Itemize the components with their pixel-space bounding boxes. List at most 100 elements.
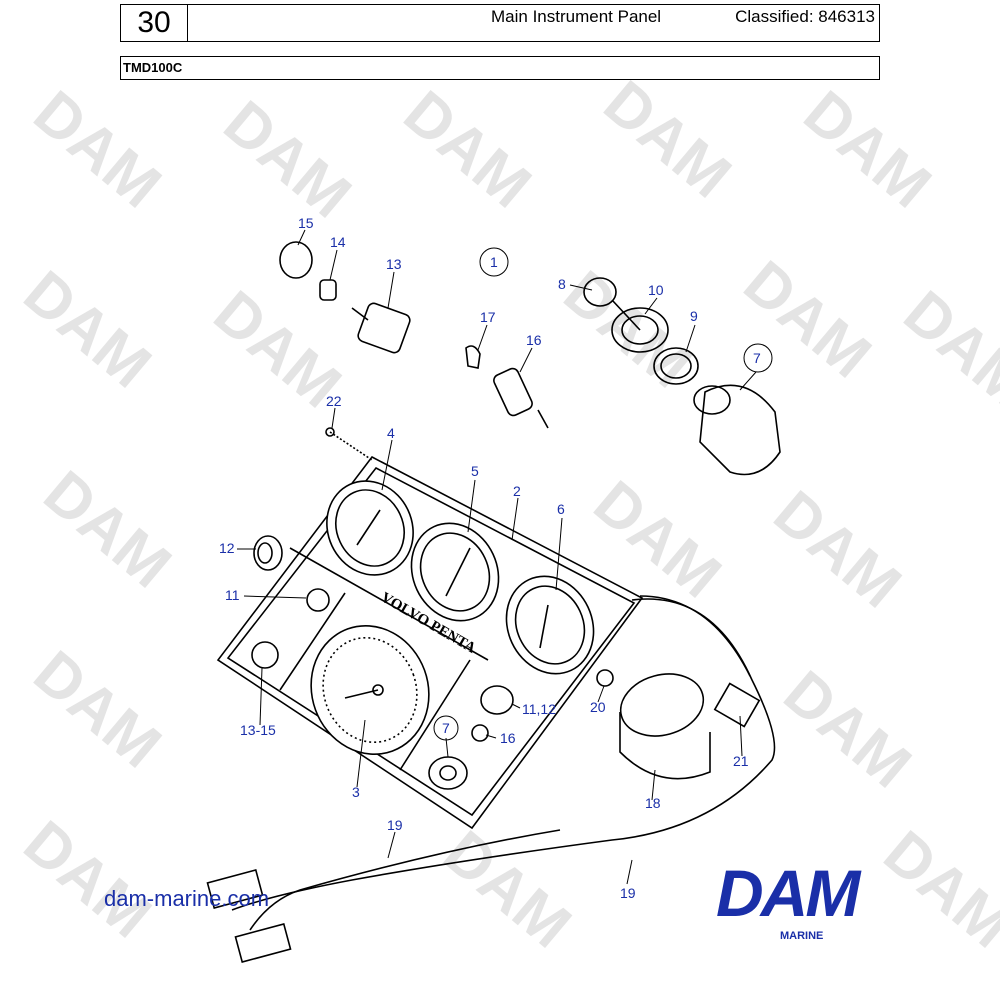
gauge-5-face	[419, 532, 491, 612]
grommet-20	[596, 669, 614, 687]
ignition-switch-7	[699, 384, 781, 476]
key-8-shaft	[611, 299, 641, 331]
socket-16-leads	[537, 409, 549, 429]
panel-section-divider	[279, 592, 346, 691]
line-art	[206, 241, 781, 964]
gauge-6	[505, 575, 595, 675]
callout-8: 8	[558, 276, 566, 292]
instrument-panel-outline	[216, 455, 644, 830]
tachometer-3	[310, 624, 430, 756]
bulb-14	[319, 279, 337, 301]
callout-11-12: 11,12	[522, 701, 556, 717]
callout-20: 20	[590, 699, 606, 715]
band-18-body	[619, 712, 711, 780]
gauge-5-needle	[445, 547, 471, 597]
switch-13-15-knob	[251, 641, 279, 669]
callout-19b: 19	[620, 885, 636, 901]
instrument-panel-inner	[226, 466, 636, 817]
watermark: DAM	[21, 638, 174, 782]
panel-section-divider	[289, 547, 489, 661]
callout-3: 3	[352, 784, 360, 800]
panel-section-divider	[399, 659, 471, 771]
page-number: 30	[121, 5, 188, 41]
callout-9: 9	[690, 308, 698, 324]
connector-plug	[206, 868, 264, 910]
watermark: DAM	[771, 658, 924, 802]
callout-21: 21	[733, 753, 749, 769]
screw-22-head	[325, 427, 335, 437]
watermark: DAM	[391, 78, 544, 222]
lamp-16	[471, 724, 489, 742]
ring-10	[611, 307, 669, 353]
callout-19a: 19	[387, 817, 403, 833]
dam-logo-subtext: MARINE	[780, 930, 824, 942]
ring-10-inner	[621, 315, 659, 345]
callout-2: 2	[513, 483, 521, 499]
callout-5: 5	[471, 463, 479, 479]
gauge-6-needle	[539, 604, 549, 649]
callout-14: 14	[330, 234, 346, 250]
callout-22: 22	[326, 393, 342, 409]
page-title: Main Instrument Panel	[491, 7, 662, 26]
watermark: DAM	[791, 78, 944, 222]
callout-circle-1	[479, 247, 509, 277]
ring-12-inner	[257, 542, 273, 564]
callout-17: 17	[480, 309, 496, 325]
watermark: DAM	[871, 818, 1000, 962]
callout-7b: 7	[442, 720, 450, 736]
callout-15: 15	[298, 215, 314, 231]
callout-10: 10	[648, 282, 664, 298]
key-switch-7-core	[439, 765, 457, 781]
callout-7a: 7	[753, 350, 761, 366]
callout-18: 18	[645, 795, 661, 811]
callout-6: 6	[557, 501, 565, 517]
cable-19-branch	[249, 829, 561, 931]
watermark: DAM	[211, 88, 364, 232]
switch-13-stem	[351, 307, 369, 321]
watermark: DAM	[551, 258, 704, 402]
lamp-11-12	[480, 685, 514, 715]
band-18-top	[619, 673, 705, 737]
watermark: DAM	[891, 278, 1000, 422]
callout-11: 11	[225, 587, 240, 603]
ignition-switch-7-face	[693, 385, 731, 415]
watermark: DAM	[591, 68, 744, 212]
cap-15	[279, 241, 313, 279]
leader-lines	[237, 229, 757, 885]
model-bar: TMD100C	[120, 56, 880, 80]
website-link[interactable]: dam-marine.com	[104, 886, 270, 911]
callout-16b: 16	[500, 730, 516, 746]
screw-22	[329, 431, 373, 461]
clip-21	[713, 682, 761, 728]
connector-plug	[234, 922, 292, 964]
switch-13	[357, 302, 411, 354]
ring-12	[253, 535, 283, 571]
callout-4: 4	[387, 425, 395, 441]
gauge-4	[326, 480, 414, 576]
watermark: DAM	[731, 248, 884, 392]
gauge-4-face	[335, 489, 405, 567]
tachometer-3-face	[322, 636, 418, 744]
watermark: DAM	[31, 458, 184, 602]
gauge-6-face	[514, 585, 586, 665]
tachometer-3-hub	[372, 684, 384, 696]
switch-11-knob	[306, 588, 330, 612]
callouts: 1 2 3 4 5 6 7 7 8 9 10 11 11,12 12 13 13…	[219, 215, 761, 901]
watermark-layer: DAM DAM DAM DAM DAM DAM DAM DAM DAM DAM …	[11, 68, 1000, 962]
gauge-4-needle	[356, 509, 381, 546]
bulb-17	[465, 345, 481, 369]
gauge-5	[410, 522, 500, 622]
callout-13: 13	[386, 256, 402, 272]
engine-model: TMD100C	[123, 60, 183, 75]
header-bar: 30 Main Instrument Panel Classified: 846…	[120, 4, 880, 42]
dam-logo: DAM	[716, 856, 860, 930]
cable-19-strands	[639, 595, 751, 677]
ring-9	[653, 347, 699, 385]
classified-code: Classified: 846313	[735, 7, 875, 26]
socket-16	[493, 367, 533, 417]
callout-16a: 16	[526, 332, 542, 348]
callout-1: 1	[490, 254, 498, 270]
key-8	[583, 277, 617, 307]
callout-circle-7b	[433, 715, 459, 741]
